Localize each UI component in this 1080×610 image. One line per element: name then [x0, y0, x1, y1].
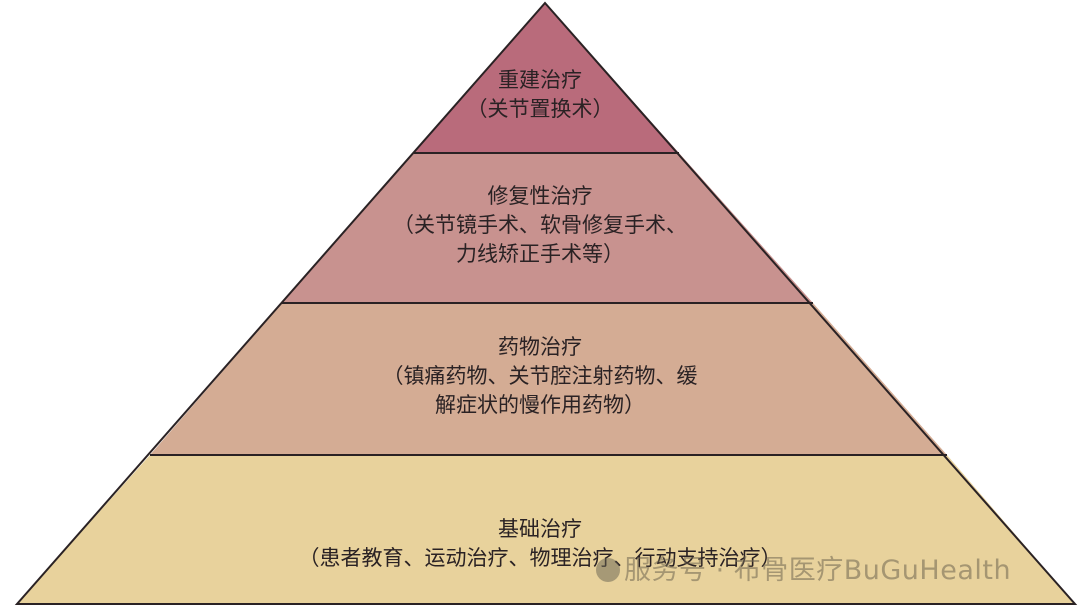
- level-2-title: 修复性治疗: [487, 184, 593, 208]
- level-3-label: 药物治疗 （镇痛药物、关节腔注射药物、缓 解症状的慢作用药物）: [0, 333, 1080, 420]
- level-3-detail-line-1: （镇痛药物、关节腔注射药物、缓: [382, 364, 698, 388]
- level-1-detail: （关节置换术）: [466, 97, 614, 121]
- level-4-title: 基础治疗: [498, 517, 582, 541]
- level-2-detail-line-2: 力线矫正手术等）: [456, 242, 624, 266]
- pyramid-level-1-reconstructive: [414, 3, 679, 153]
- level-4-label: 基础治疗 （患者教育、运动治疗、物理治疗、行动支持治疗）: [0, 515, 1080, 573]
- watermark-text: 服务号 · 布骨医疗BuGuHealth: [624, 555, 1012, 586]
- wechat-icon: [596, 558, 620, 582]
- level-4-detail: （患者教育、运动治疗、物理治疗、行动支持治疗）: [298, 546, 782, 570]
- pyramid-level-2-repair: [282, 153, 813, 303]
- pyramid-level-3-medication: [150, 303, 947, 455]
- level-2-detail-line-1: （关节镜手术、软骨修复手术、: [393, 213, 687, 237]
- level-3-title: 药物治疗: [498, 335, 582, 359]
- level-1-title: 重建治疗: [498, 68, 582, 92]
- level-2-label: 修复性治疗 （关节镜手术、软骨修复手术、 力线矫正手术等）: [0, 182, 1080, 269]
- level-1-label: 重建治疗 （关节置换术）: [0, 66, 1080, 124]
- pyramid-level-4-basic: [17, 455, 1075, 604]
- watermark: 服务号 · 布骨医疗BuGuHealth: [596, 548, 1011, 587]
- level-3-detail-line-2: 解症状的慢作用药物）: [435, 393, 645, 417]
